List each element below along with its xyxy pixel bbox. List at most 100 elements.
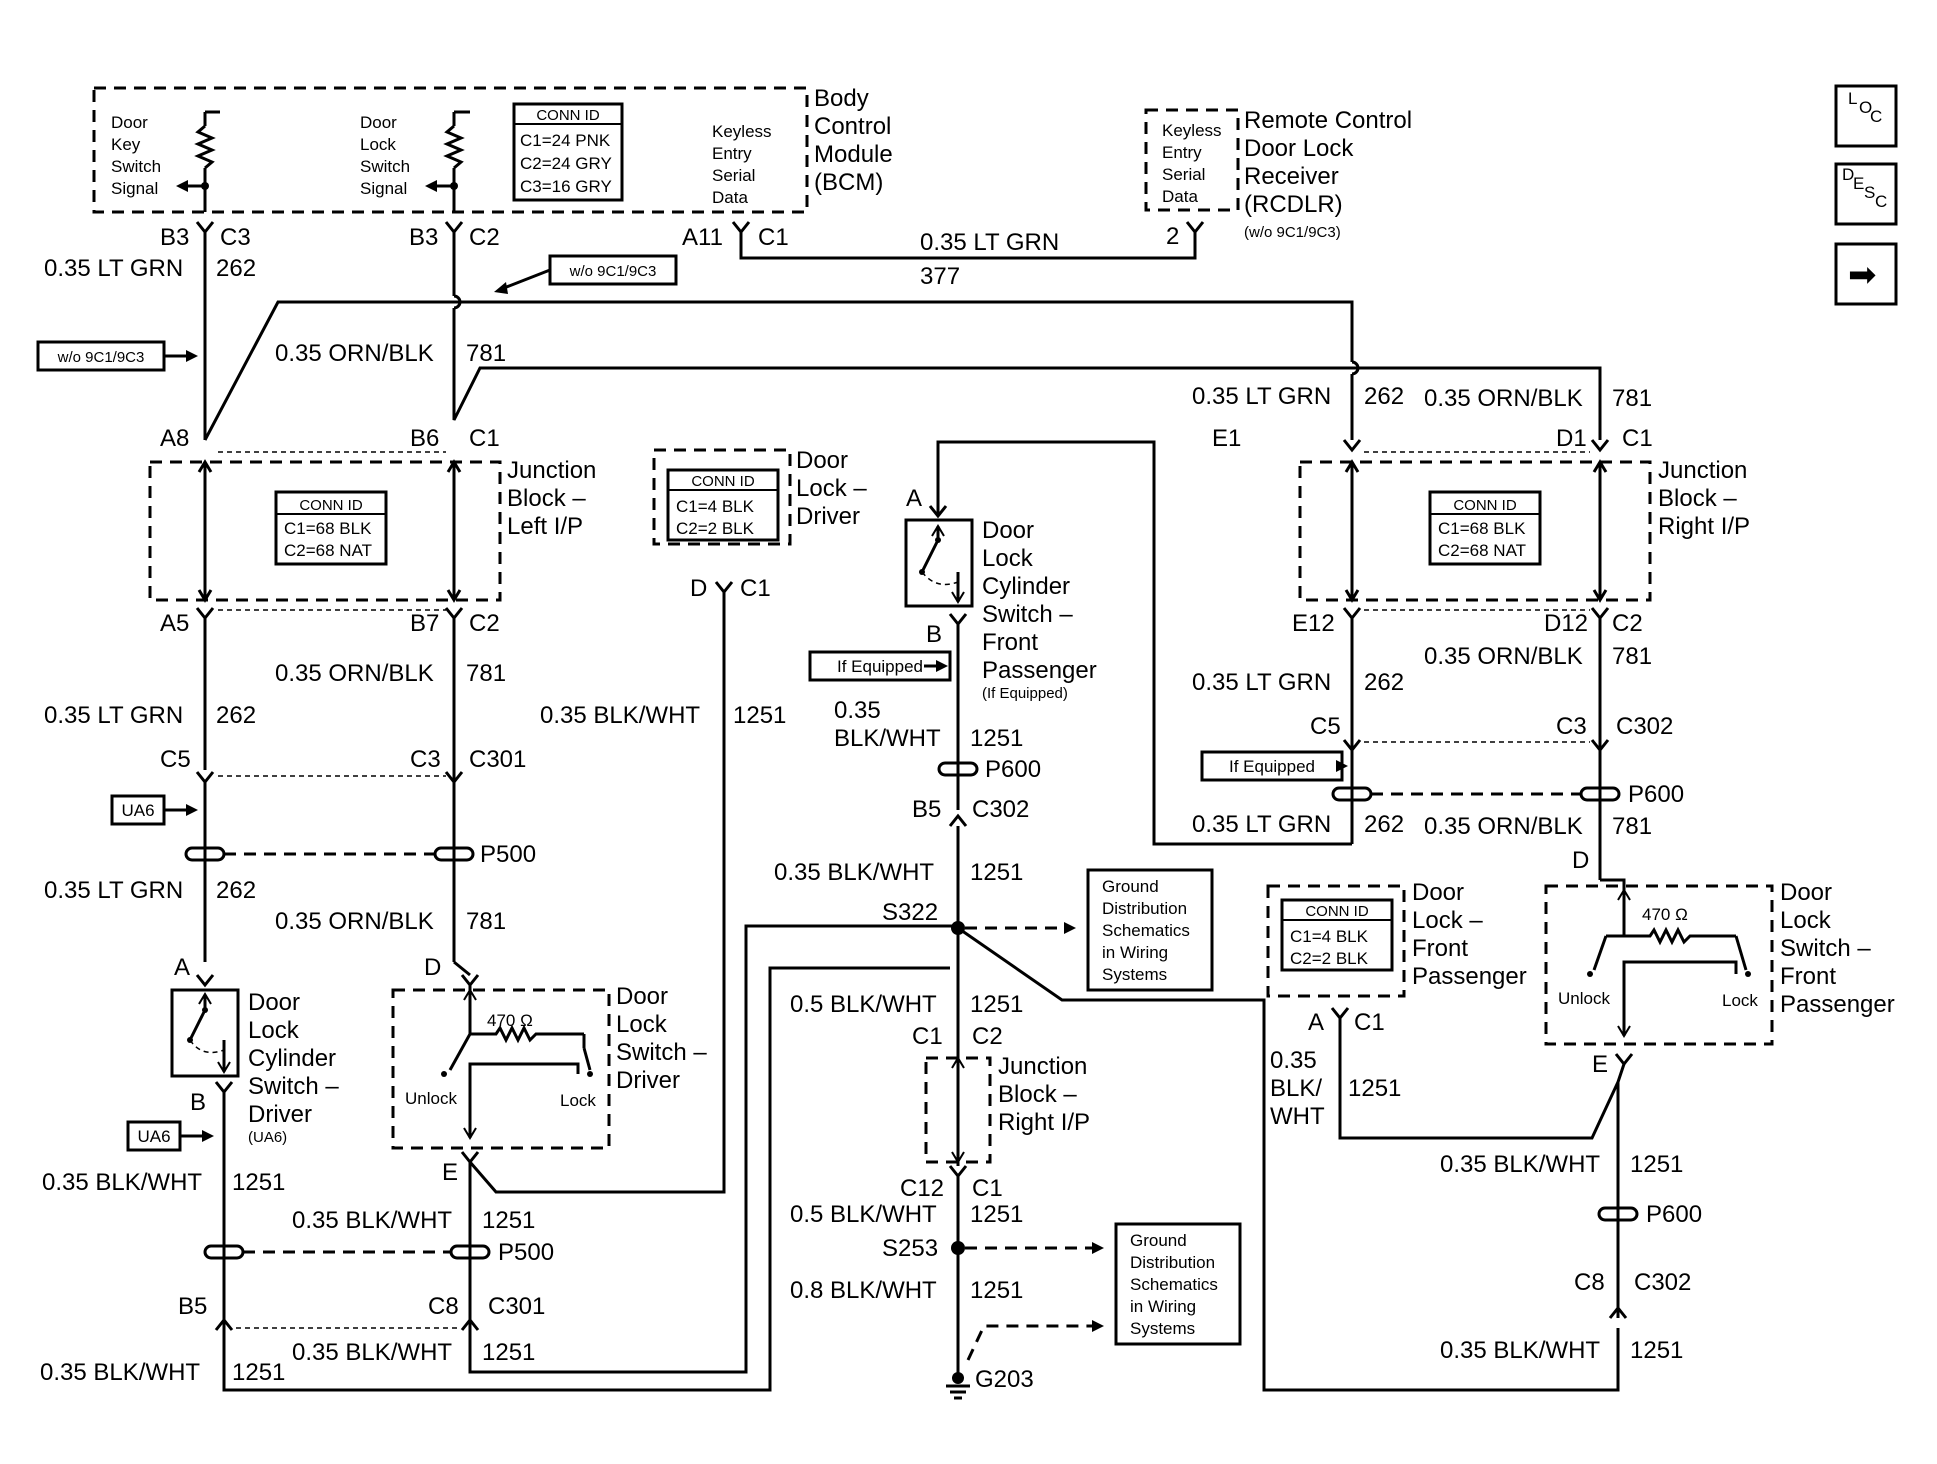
svg-text:0.35 ORN/BLK: 0.35 ORN/BLK xyxy=(1424,813,1583,840)
arrow-right-icon: ➡ xyxy=(1848,255,1877,295)
wire-262-right-p600: 0.35 LT GRN 262 xyxy=(1192,811,1404,838)
connector-c302-center: B5 C302 xyxy=(912,796,1029,827)
svg-text:CONN ID: CONN ID xyxy=(691,473,755,490)
svg-text:Switch –: Switch – xyxy=(248,1073,339,1100)
lock-switch-pullup-resistor xyxy=(425,110,470,212)
connector-c301-bottom: B5 C8 C301 xyxy=(178,1293,545,1331)
svg-text:1251: 1251 xyxy=(970,1201,1023,1228)
svg-text:781: 781 xyxy=(1612,643,1652,670)
svg-text:D1: D1 xyxy=(1556,425,1587,452)
svg-text:C2=68 NAT: C2=68 NAT xyxy=(284,541,372,560)
svg-text:B5: B5 xyxy=(178,1293,207,1320)
svg-text:Body: Body xyxy=(814,85,869,112)
door-lock-cylinder-switch-driver: A Door Lock Cylinder Switch – Driver (UA… xyxy=(170,954,339,1146)
ground-distribution-note-bottom: Ground Distribution Schematics in Wiring… xyxy=(1114,1222,1242,1346)
svg-text:E: E xyxy=(442,1159,458,1186)
wire-1251-center-mid: 0.35 BLK/WHT 1251 xyxy=(774,826,1023,1058)
splice-p500-bottom: P500 xyxy=(203,1239,554,1266)
svg-text:C2=24 GRY: C2=24 GRY xyxy=(520,154,612,173)
svg-text:0.35 LT GRN: 0.35 LT GRN xyxy=(920,229,1059,256)
svg-text:Switch: Switch xyxy=(111,157,161,176)
svg-text:CONN ID: CONN ID xyxy=(299,497,363,514)
body-control-module: Body Control Module (BCM) Door Key Switc… xyxy=(92,85,893,214)
svg-text:Passenger: Passenger xyxy=(1412,963,1527,990)
svg-text:262: 262 xyxy=(216,255,256,282)
svg-text:Ground: Ground xyxy=(1130,1231,1187,1250)
svg-text:0.35 ORN/BLK: 0.35 ORN/BLK xyxy=(275,660,434,687)
svg-text:A8: A8 xyxy=(160,425,189,452)
door-lock-front-passenger: CONN ID C1=4 BLK C2=2 BLK Door Lock – Fr… xyxy=(1266,879,1527,1036)
svg-text:B7: B7 xyxy=(410,610,439,637)
svg-text:C302: C302 xyxy=(1634,1269,1691,1296)
svg-text:C12: C12 xyxy=(900,1175,944,1202)
wire-781-below-p500: 0.35 ORN/BLK 781 xyxy=(275,908,506,935)
svg-text:S253: S253 xyxy=(882,1235,938,1262)
door-lock-switch-front-passenger: D 470 Ω Unlock Lock Door Lock Switch – F… xyxy=(1544,847,1895,1078)
svg-text:1251: 1251 xyxy=(1630,1337,1683,1364)
svg-text:BLK/WHT: BLK/WHT xyxy=(834,725,941,752)
svg-text:Module: Module xyxy=(814,141,893,168)
svg-text:Door: Door xyxy=(360,113,397,132)
svg-text:Switch: Switch xyxy=(360,157,410,176)
svg-text:1251: 1251 xyxy=(1348,1075,1401,1102)
loc-label: LOC xyxy=(1848,89,1882,126)
svg-text:w/o 9C1/9C3: w/o 9C1/9C3 xyxy=(569,263,657,280)
svg-text:262: 262 xyxy=(216,877,256,904)
svg-text:Lock: Lock xyxy=(616,1011,668,1038)
svg-text:Driver: Driver xyxy=(796,503,860,530)
svg-text:Remote Control: Remote Control xyxy=(1244,107,1412,134)
svg-text:C3: C3 xyxy=(1556,713,1587,740)
svg-text:C2: C2 xyxy=(1612,610,1643,637)
svg-text:Junction: Junction xyxy=(998,1053,1087,1080)
wo-9c1-tag-left: w/o 9C1/9C3 xyxy=(36,340,198,372)
svg-text:0.8 BLK/WHT: 0.8 BLK/WHT xyxy=(790,1277,937,1304)
svg-text:1251: 1251 xyxy=(1630,1151,1683,1178)
svg-text:781: 781 xyxy=(1612,813,1652,840)
svg-text:Lock –: Lock – xyxy=(1412,907,1483,934)
if-equipped-tag-center: If Equipped xyxy=(808,650,952,682)
svg-text:C302: C302 xyxy=(972,796,1029,823)
svg-text:A: A xyxy=(1308,1009,1324,1036)
loc-button[interactable]: LOC xyxy=(1834,84,1898,148)
svg-text:1251: 1251 xyxy=(970,991,1023,1018)
svg-text:Signal: Signal xyxy=(360,179,407,198)
svg-text:Lock: Lock xyxy=(1780,907,1832,934)
svg-text:C301: C301 xyxy=(488,1293,545,1320)
bcm-pin-a11-c1: A11 C1 xyxy=(682,221,789,251)
desc-button[interactable]: DESC xyxy=(1834,162,1898,226)
wire-262-below-p500: 0.35 LT GRN 262 xyxy=(44,877,256,904)
ground-g203: G203 xyxy=(946,1366,1034,1400)
svg-text:Cylinder: Cylinder xyxy=(248,1045,336,1072)
svg-text:Cylinder: Cylinder xyxy=(982,573,1070,600)
svg-text:Keyless: Keyless xyxy=(1162,121,1222,140)
wire-781-right-p600: 0.35 ORN/BLK 781 xyxy=(1424,813,1652,840)
svg-text:A11: A11 xyxy=(682,224,723,251)
wire-1251-center-s322: 0.5 BLK/WHT 1251 xyxy=(790,991,1023,1018)
svg-text:D12: D12 xyxy=(1544,610,1588,637)
svg-text:Switch –: Switch – xyxy=(616,1039,707,1066)
svg-text:P600: P600 xyxy=(1628,781,1684,808)
svg-text:BLK/: BLK/ xyxy=(1270,1075,1322,1102)
svg-text:0.35: 0.35 xyxy=(1270,1047,1317,1074)
splice-p500-top: P500 xyxy=(184,782,536,962)
svg-text:0.35 LT GRN: 0.35 LT GRN xyxy=(1192,383,1331,410)
svg-text:B6: B6 xyxy=(410,425,439,452)
svg-text:Systems: Systems xyxy=(1102,965,1167,984)
wire-1251-jb-s253: 0.5 BLK/WHT 1251 xyxy=(790,1176,1023,1376)
svg-text:CONN ID: CONN ID xyxy=(1453,497,1517,514)
svg-text:C8: C8 xyxy=(1574,1269,1605,1296)
svg-text:0.35 BLK/WHT: 0.35 BLK/WHT xyxy=(292,1339,452,1366)
svg-text:Lock: Lock xyxy=(1722,991,1758,1010)
svg-text:Front: Front xyxy=(1412,935,1468,962)
svg-text:Switch –: Switch – xyxy=(982,601,1073,628)
svg-text:Distribution: Distribution xyxy=(1130,1253,1215,1272)
junction-block-right-ip-center: C1 C2 Junction Block – Right I/P C12 C1 xyxy=(900,1023,1090,1202)
svg-text:CONN ID: CONN ID xyxy=(1305,903,1369,920)
svg-text:0.35 BLK/WHT: 0.35 BLK/WHT xyxy=(1440,1151,1600,1178)
next-page-button[interactable]: ➡ xyxy=(1834,242,1898,306)
svg-text:E1: E1 xyxy=(1212,425,1241,452)
svg-text:Lock: Lock xyxy=(360,135,396,154)
svg-text:C1: C1 xyxy=(1354,1009,1385,1036)
svg-text:Door: Door xyxy=(1412,879,1464,906)
svg-text:1251: 1251 xyxy=(232,1169,285,1196)
